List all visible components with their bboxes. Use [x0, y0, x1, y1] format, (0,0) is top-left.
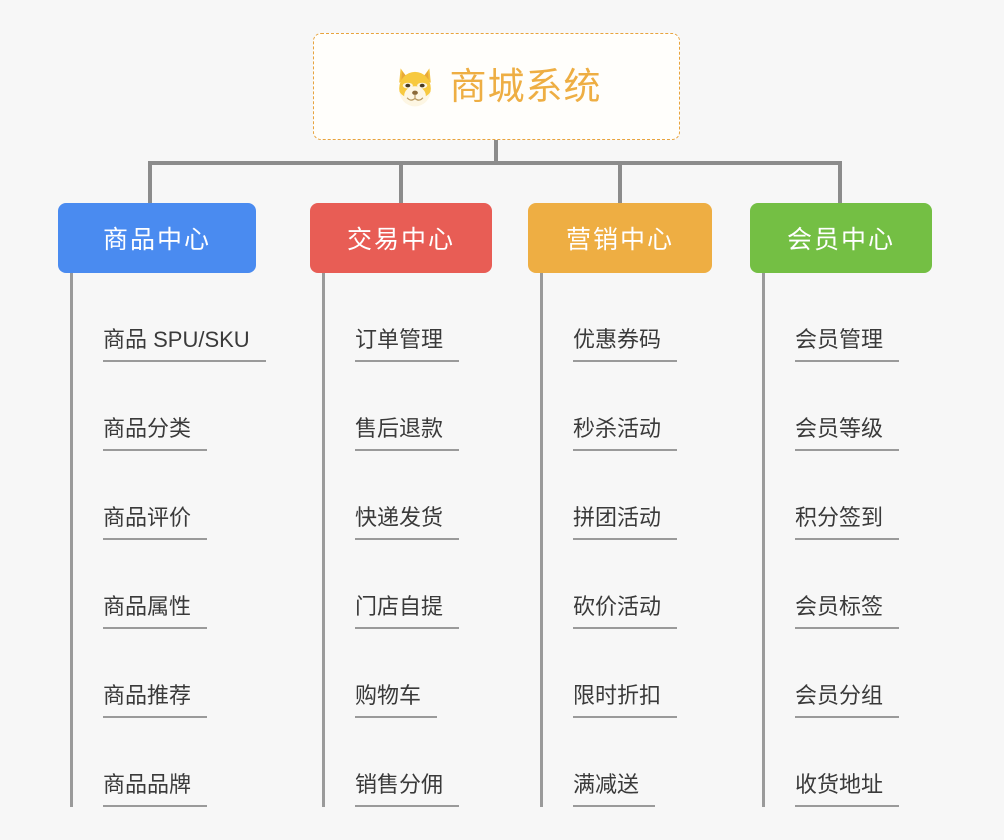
- list-item[interactable]: 满减送: [543, 718, 712, 807]
- list-item[interactable]: 购物车: [325, 629, 492, 718]
- branch-member-center: 会员中心 会员管理 会员等级 积分签到 会员标签 会员分组 收货地址: [750, 203, 932, 807]
- leaf-label: 商品评价: [103, 503, 208, 540]
- list-item[interactable]: 商品 SPU/SKU: [73, 273, 266, 362]
- leaf-label: 积分签到: [795, 503, 900, 540]
- list-item[interactable]: 秒杀活动: [543, 362, 712, 451]
- leaf-label: 商品品牌: [103, 770, 208, 807]
- list-item[interactable]: 快递发货: [325, 451, 492, 540]
- list-item[interactable]: 商品推荐: [73, 629, 256, 718]
- leaf-label: 满减送: [573, 770, 656, 807]
- branch-product-center: 商品中心 商品 SPU/SKU 商品分类 商品评价 商品属性 商品推荐 商品品牌: [58, 203, 266, 807]
- leaf-label: 限时折扣: [573, 681, 678, 718]
- list-item[interactable]: 优惠券码: [543, 273, 712, 362]
- leaf-label: 砍价活动: [573, 592, 678, 629]
- leaf-label: 收货地址: [795, 770, 900, 807]
- leaf-label: 订单管理: [355, 325, 460, 362]
- connector-horizontal-bus: [148, 161, 842, 165]
- leaf-label: 拼团活动: [573, 503, 678, 540]
- branch-header-4-label: 会员中心: [786, 226, 895, 254]
- leaf-label: 秒杀活动: [573, 414, 678, 451]
- branch-header-2[interactable]: 交易中心: [310, 203, 492, 273]
- branch-marketing-center: 营销中心 优惠券码 秒杀活动 拼团活动 砍价活动 限时折扣 满减送: [528, 203, 712, 807]
- leaf-label: 快递发货: [355, 503, 460, 540]
- list-item[interactable]: 商品属性: [73, 540, 256, 629]
- leaf-label: 商品 SPU/SKU: [103, 325, 266, 362]
- leaf-label: 优惠券码: [573, 325, 678, 362]
- leaf-label: 商品分类: [103, 414, 208, 451]
- list-item[interactable]: 会员标签: [765, 540, 932, 629]
- leaf-label: 售后退款: [355, 414, 460, 451]
- connector-root-stem: [494, 140, 498, 165]
- leaf-label: 商品推荐: [103, 681, 208, 718]
- connector-drop-3: [618, 161, 622, 205]
- root-title: 商城系统: [449, 66, 602, 107]
- leaf-label: 会员标签: [795, 592, 900, 629]
- list-item[interactable]: 售后退款: [325, 362, 492, 451]
- leaf-label: 商品属性: [103, 592, 208, 629]
- branch-header-3[interactable]: 营销中心: [528, 203, 712, 273]
- branch-header-1[interactable]: 商品中心: [58, 203, 256, 273]
- branch-body-4: 会员管理 会员等级 积分签到 会员标签 会员分组 收货地址: [762, 273, 932, 807]
- list-item[interactable]: 拼团活动: [543, 451, 712, 540]
- list-item[interactable]: 商品评价: [73, 451, 256, 540]
- connector-drop-4: [838, 161, 842, 205]
- branch-header-2-label: 交易中心: [346, 226, 455, 254]
- leaf-label: 会员管理: [795, 325, 900, 362]
- list-item[interactable]: 商品分类: [73, 362, 256, 451]
- list-item[interactable]: 订单管理: [325, 273, 492, 362]
- leaf-label: 会员等级: [795, 414, 900, 451]
- list-item[interactable]: 收货地址: [765, 718, 932, 807]
- shiba-inu-face-icon: [392, 64, 438, 110]
- list-item[interactable]: 会员分组: [765, 629, 932, 718]
- branch-body-3: 优惠券码 秒杀活动 拼团活动 砍价活动 限时折扣 满减送: [540, 273, 712, 807]
- leaf-label: 销售分佣: [355, 770, 460, 807]
- branch-body-2: 订单管理 售后退款 快递发货 门店自提 购物车 销售分佣: [322, 273, 492, 807]
- root-node-shop-system[interactable]: 商城系统: [313, 33, 680, 140]
- branch-header-3-label: 营销中心: [565, 226, 674, 254]
- list-item[interactable]: 会员等级: [765, 362, 932, 451]
- list-item[interactable]: 积分签到: [765, 451, 932, 540]
- list-item[interactable]: 门店自提: [325, 540, 492, 629]
- list-item[interactable]: 商品品牌: [73, 718, 256, 807]
- leaf-label: 会员分组: [795, 681, 900, 718]
- branch-body-1: 商品 SPU/SKU 商品分类 商品评价 商品属性 商品推荐 商品品牌: [70, 273, 266, 807]
- list-item[interactable]: 会员管理: [765, 273, 932, 362]
- connector-drop-1: [148, 161, 152, 205]
- branch-header-4[interactable]: 会员中心: [750, 203, 932, 273]
- leaf-label: 门店自提: [355, 592, 460, 629]
- branch-trade-center: 交易中心 订单管理 售后退款 快递发货 门店自提 购物车 销售分佣: [310, 203, 492, 807]
- list-item[interactable]: 砍价活动: [543, 540, 712, 629]
- branch-header-1-label: 商品中心: [102, 226, 211, 254]
- connector-drop-2: [399, 161, 403, 205]
- list-item[interactable]: 销售分佣: [325, 718, 492, 807]
- list-item[interactable]: 限时折扣: [543, 629, 712, 718]
- leaf-label: 购物车: [355, 681, 438, 718]
